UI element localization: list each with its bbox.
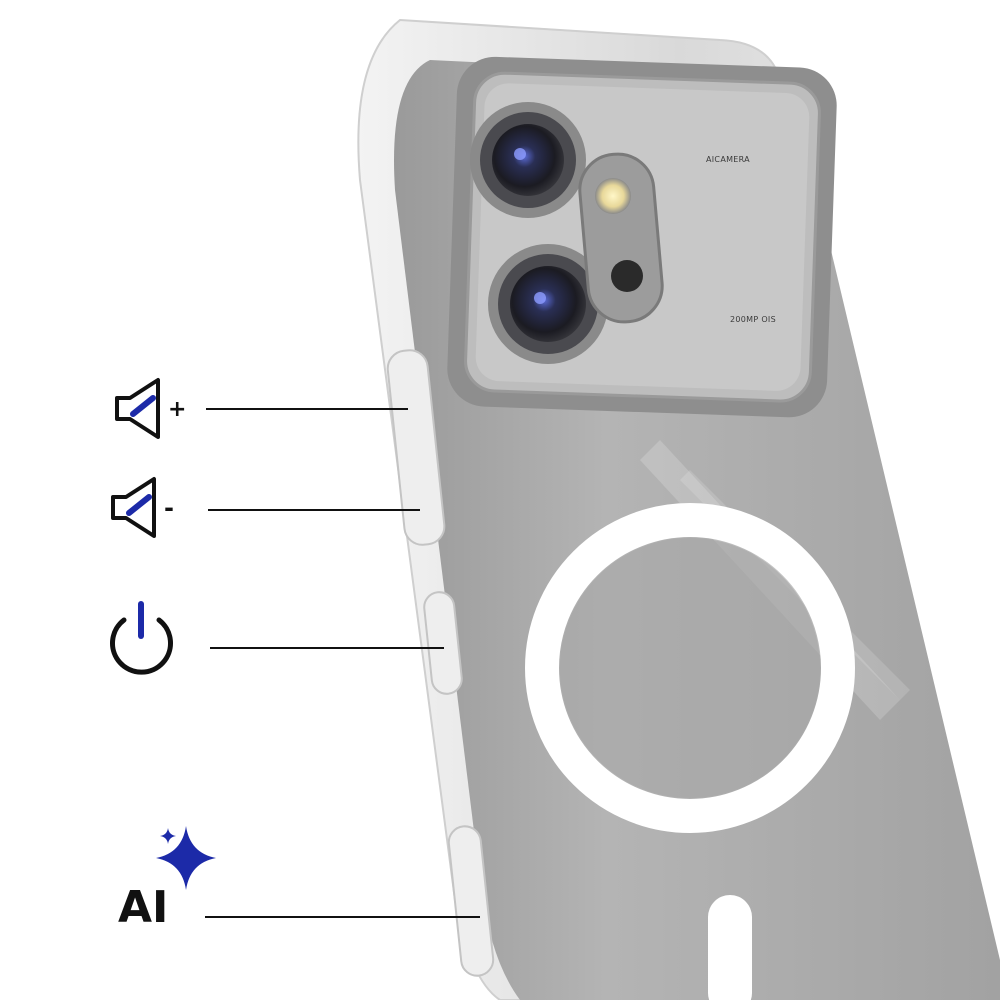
magsafe-ring [525, 503, 855, 833]
volume-down-sign: - [164, 494, 174, 522]
case-power-button [423, 591, 463, 695]
volume-down-icon: - [111, 477, 174, 538]
power-icon [110, 601, 173, 675]
main-lens-bottom [488, 244, 608, 364]
magsafe-stem [708, 895, 752, 1000]
volume-up-icon: + [115, 378, 186, 439]
camera-module: AICAMERA 200MP OIS [447, 56, 837, 418]
case-ai-button [447, 825, 495, 977]
camera-label-bottom: 200MP OIS [730, 315, 776, 324]
flash-pill [578, 152, 664, 324]
volume-up-sign: + [168, 397, 186, 422]
main-lens-top [470, 102, 586, 218]
sparkle-icon [156, 826, 216, 890]
camera-label-top: AICAMERA [706, 155, 750, 164]
ai-key-label: AI [118, 882, 168, 933]
case-volume-rocker [386, 349, 446, 546]
